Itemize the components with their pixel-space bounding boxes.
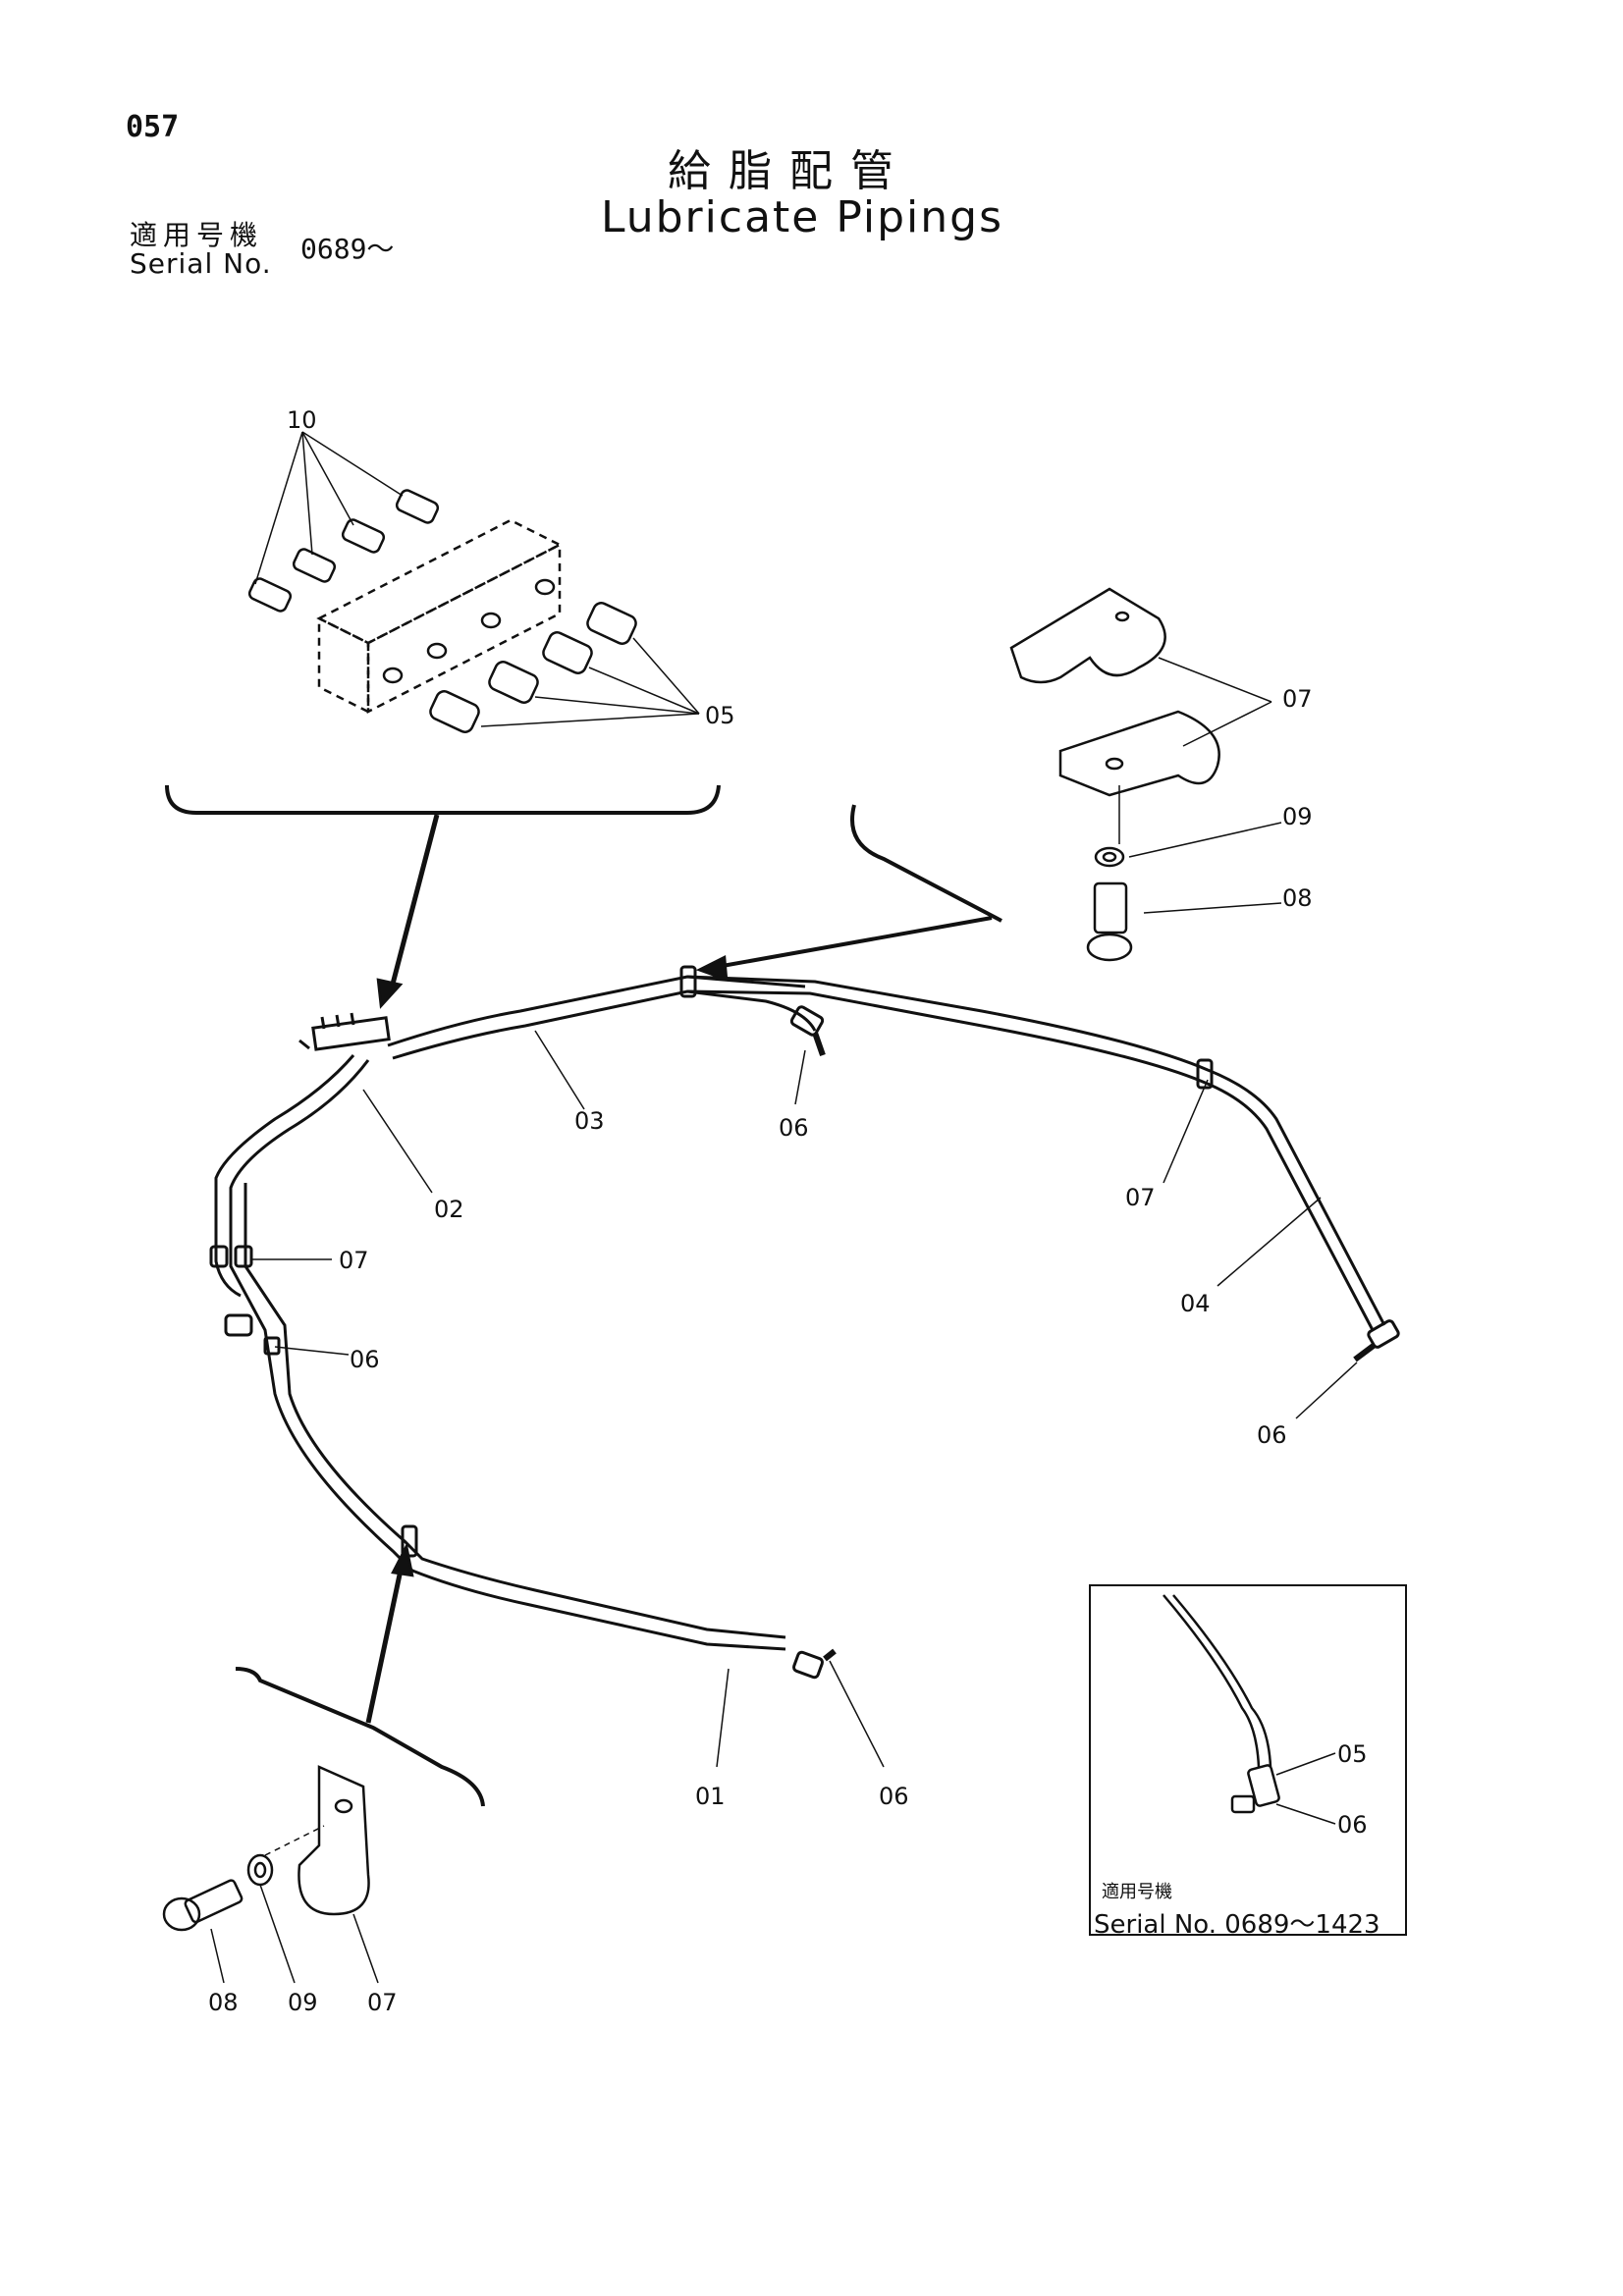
callout-03: 03 [574, 1107, 605, 1135]
callout-06-mid: 06 [779, 1114, 809, 1142]
clip-detail-top [695, 587, 1282, 982]
callout-05-inset: 05 [1337, 1740, 1368, 1768]
callout-02: 02 [434, 1196, 464, 1223]
inset-serial-label-japanese: 適用号機 [1102, 1882, 1172, 1902]
callout-07-clip-top: 07 [1282, 685, 1313, 713]
callout-07-bottom: 07 [367, 1989, 398, 2016]
callout-08-top: 08 [1282, 884, 1313, 912]
callout-06-bottom: 06 [879, 1783, 909, 1810]
serial-label-japanese: 適用号機 [130, 219, 264, 251]
callout-07-right: 07 [1125, 1184, 1156, 1211]
callout-10: 10 [287, 406, 317, 434]
callout-07-left: 07 [339, 1247, 369, 1274]
inset-variant-box [1089, 1584, 1407, 1936]
pipe-runs [209, 965, 1400, 1768]
callout-06-left: 06 [350, 1346, 380, 1373]
pipe-fitting-group [429, 602, 637, 733]
manifold-block-detail [165, 431, 721, 1009]
grease-nipple-group [247, 489, 440, 613]
callout-04: 04 [1180, 1290, 1211, 1317]
callout-labels: 10 05 07 09 08 03 06 02 07 07 06 04 06 0… [208, 406, 1368, 2016]
serial-value: 0689～ [300, 233, 395, 265]
serial-label: Serial No. [130, 247, 272, 280]
inset-serial-label: Serial No. 0689～1423 [1094, 1910, 1380, 1940]
callout-06-inset: 06 [1337, 1811, 1368, 1839]
callout-09-top: 09 [1282, 803, 1313, 830]
callout-01: 01 [695, 1783, 726, 1810]
page-number: 057 [126, 110, 180, 144]
callout-05-top: 05 [705, 702, 735, 729]
page-title-japanese: 給脂配管 [668, 146, 911, 196]
callout-08-bottom: 08 [208, 1989, 239, 2016]
callout-09-bottom: 09 [288, 1989, 318, 2016]
clip-detail-bottom [162, 1542, 485, 1984]
callout-06-right: 06 [1257, 1421, 1287, 1449]
page-title: Lubricate Pipings [601, 192, 1004, 242]
